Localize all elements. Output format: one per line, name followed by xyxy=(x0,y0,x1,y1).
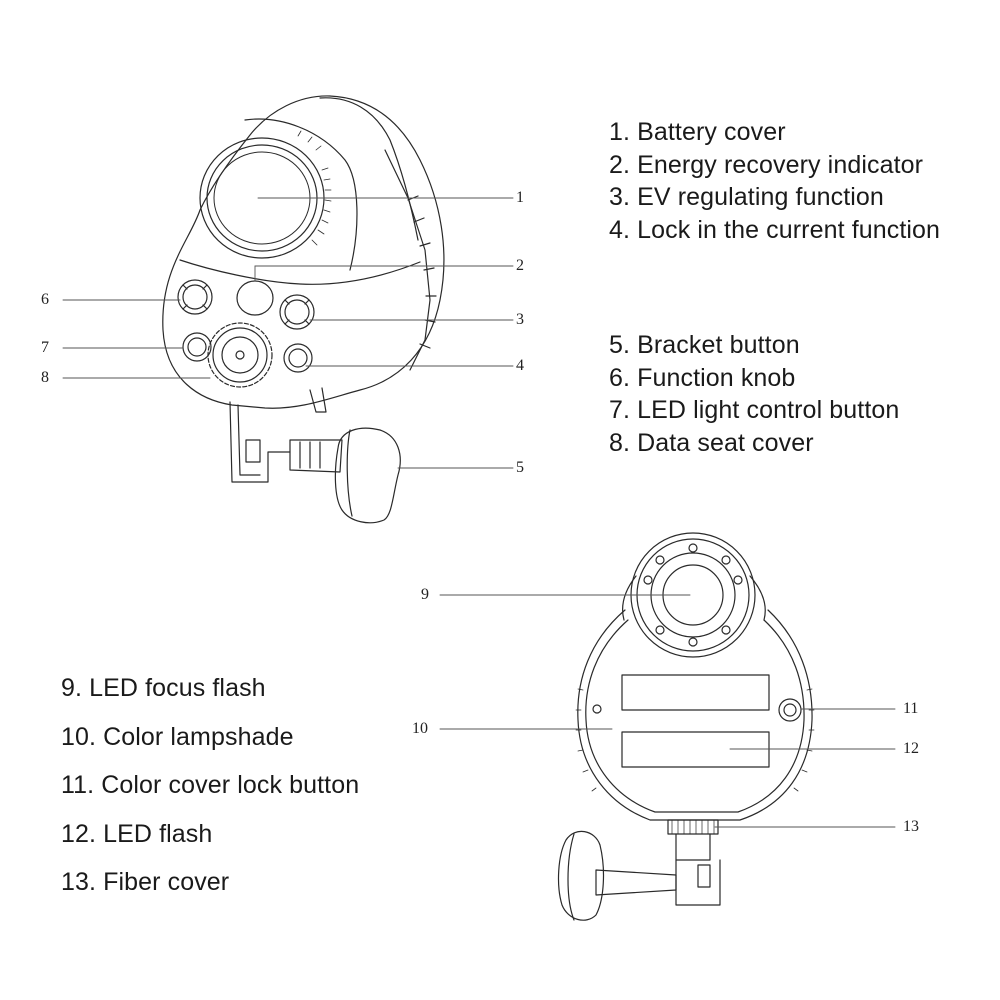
legend-item-led-flash: 12. LED flash xyxy=(61,819,213,848)
callout-2: 2 xyxy=(516,257,524,274)
legend-item-color-lampshade: 10. Color lampshade xyxy=(61,722,294,751)
legend-item-ev-regulating-function: 3. EV regulating function xyxy=(609,183,884,211)
lower-flash-panel xyxy=(621,731,770,768)
callout-3: 3 xyxy=(516,311,524,328)
legend-item-data-seat-cover: 8. Data seat cover xyxy=(609,428,814,457)
legend-item-energy-recovery-indicator: 2. Energy recovery indicator xyxy=(609,150,924,179)
callout-10: 10 xyxy=(412,720,428,737)
legend-middle: 5. Bracket button 6. Function knob 7. LE… xyxy=(609,329,899,459)
legend-top: 1. Battery cover 2. Energy recovery indi… xyxy=(609,116,940,246)
legend-item-battery-cover: 1. Battery cover xyxy=(609,118,786,146)
rear-body-outline xyxy=(162,95,445,409)
legend-item-function-knob: 6. Function knob xyxy=(609,363,796,392)
front-view-drawing xyxy=(557,532,815,921)
leader-lines xyxy=(62,197,896,828)
front-bracket-knob xyxy=(557,830,605,921)
data-seat-gear-shape xyxy=(207,322,273,388)
callout-11: 11 xyxy=(903,700,919,717)
callout-12: 12 xyxy=(903,740,919,757)
callout-1: 1 xyxy=(516,189,524,206)
callout-5: 5 xyxy=(516,459,524,476)
callout-6: 6 xyxy=(41,291,49,308)
legend-item-led-focus-flash: 9. LED focus flash xyxy=(61,674,266,702)
rear-view-drawing xyxy=(162,95,445,524)
legend-bottom: 9. LED focus flash 10. Color lampshade 1… xyxy=(61,664,359,907)
callout-4: 4 xyxy=(516,357,524,374)
legend-item-lock-current-function: 4. Lock in the current function xyxy=(609,215,941,244)
callout-13: 13 xyxy=(903,818,919,835)
callout-8: 8 xyxy=(41,369,49,386)
callout-7: 7 xyxy=(41,339,49,356)
legend-item-led-light-control-button: 7. LED light control button xyxy=(609,396,900,424)
legend-item-color-cover-lock-button: 11. Color cover lock button xyxy=(61,771,360,799)
legend-item-fiber-cover: 13. Fiber cover xyxy=(61,868,230,896)
bracket-knob-shape xyxy=(334,427,401,524)
upper-flash-panel xyxy=(621,674,770,711)
callout-9: 9 xyxy=(421,586,429,603)
legend-item-bracket-button: 5. Bracket button xyxy=(609,331,800,359)
